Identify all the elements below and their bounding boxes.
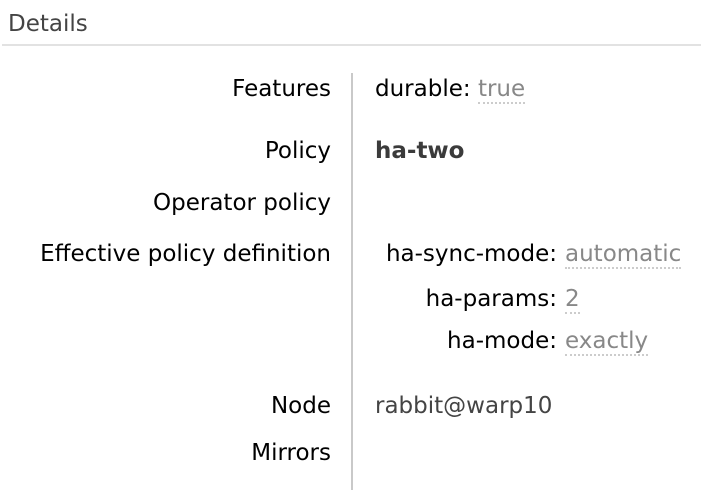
effective-policy-kv-table: ha-sync-mode: automatic ha-params: 2 ha-…	[375, 238, 682, 367]
operator-policy-value-cell	[351, 187, 701, 238]
kv-value: automatic	[565, 241, 682, 269]
node-label: Node	[270, 393, 331, 419]
policy-name: ha-two	[375, 138, 465, 164]
operator-policy-label: Operator policy	[153, 190, 331, 216]
features-label: Features	[232, 76, 331, 102]
kv-row-ha-params: ha-params: 2	[375, 283, 681, 325]
kv-value: 2	[565, 286, 580, 314]
kv-key: ha-mode:	[447, 328, 557, 354]
mirrors-label: Mirrors	[251, 440, 331, 466]
row-mirrors: Mirrors	[0, 437, 701, 490]
feature-key: durable:	[375, 76, 471, 102]
features-value-cell: durable: true	[351, 73, 701, 135]
row-policy: Policy ha-two	[0, 135, 701, 187]
details-section-title: Details	[2, 10, 701, 46]
kv-key: ha-params:	[425, 286, 557, 312]
effective-policy-definition-value-cell: ha-sync-mode: automatic ha-params: 2 ha-…	[351, 238, 701, 390]
effective-policy-definition-label: Effective policy definition	[40, 241, 331, 267]
policy-value-cell: ha-two	[351, 135, 701, 187]
kv-value: exactly	[565, 328, 649, 356]
kv-row-ha-mode: ha-mode: exactly	[375, 325, 681, 367]
kv-row-ha-sync-mode: ha-sync-mode: automatic	[375, 238, 682, 283]
row-node: Node rabbit@warp10	[0, 390, 701, 437]
node-value-cell: rabbit@warp10	[351, 390, 701, 437]
feature-value: true	[477, 76, 526, 104]
details-facts-table: Features durable: true Policy ha-two Ope…	[0, 73, 701, 490]
row-features: Features durable: true	[0, 73, 701, 135]
node-name: rabbit@warp10	[375, 393, 553, 419]
row-effective-policy-definition: Effective policy definition ha-sync-mode…	[0, 238, 701, 390]
kv-key: ha-sync-mode:	[385, 241, 557, 267]
row-operator-policy: Operator policy	[0, 187, 701, 238]
mirrors-value-cell	[351, 437, 701, 490]
policy-label: Policy	[264, 138, 331, 164]
